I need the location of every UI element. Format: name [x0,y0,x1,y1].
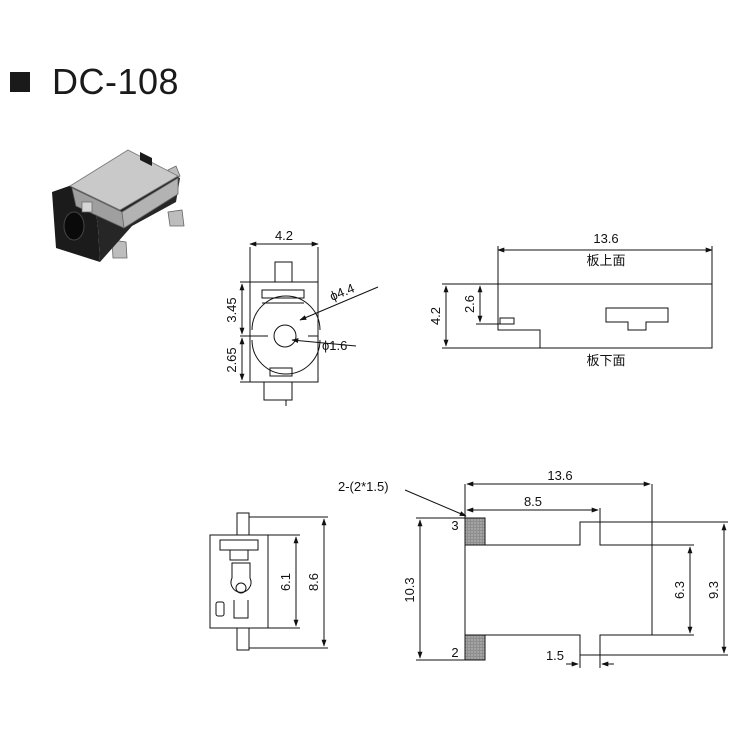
product-photo [52,149,185,262]
side-length-dimension: 13.6 [593,231,618,246]
footprint-view [404,481,728,668]
side-height-dimension: 4.2 [428,307,443,325]
inner-diameter-label: ϕ1.6 [322,338,347,353]
front-lower-height-dimension: 2.65 [224,347,239,372]
pin-label-3: 3 [451,518,458,533]
front-upper-height-dimension: 3.45 [224,297,239,322]
board-top-label: 板上面 [586,253,625,268]
pad-3 [464,517,486,546]
footprint-length-dimension: 13.6 [547,468,572,483]
board-bottom-label: 板下面 [586,353,625,368]
bottom-front-view [209,512,328,651]
pad-callout: 2-(2*1.5) [338,479,389,494]
footprint-left-height: 10.3 [402,577,417,602]
pin-label-2: 2 [451,645,458,660]
title-row: DC-108 [10,60,179,104]
footprint-inner-height: 6.3 [672,581,687,599]
side-view [442,246,713,349]
title-bullet-icon [10,72,30,92]
front-width-dimension: 4.2 [275,228,293,243]
overall-height-dimension: 8.6 [306,573,321,591]
outer-diameter-label: ϕ4.4 [328,280,357,303]
board-offset-dimension: 2.6 [462,295,477,313]
tab-width-dimension: 1.5 [546,648,564,663]
pad-spacing-dimension: 6.1 [278,573,293,591]
pad-2 [464,634,486,661]
pad-spacing-x-dimension: 8.5 [524,494,542,509]
part-title: DC-108 [52,61,180,102]
front-view [239,241,379,406]
footprint-overall-height: 9.3 [706,581,721,599]
